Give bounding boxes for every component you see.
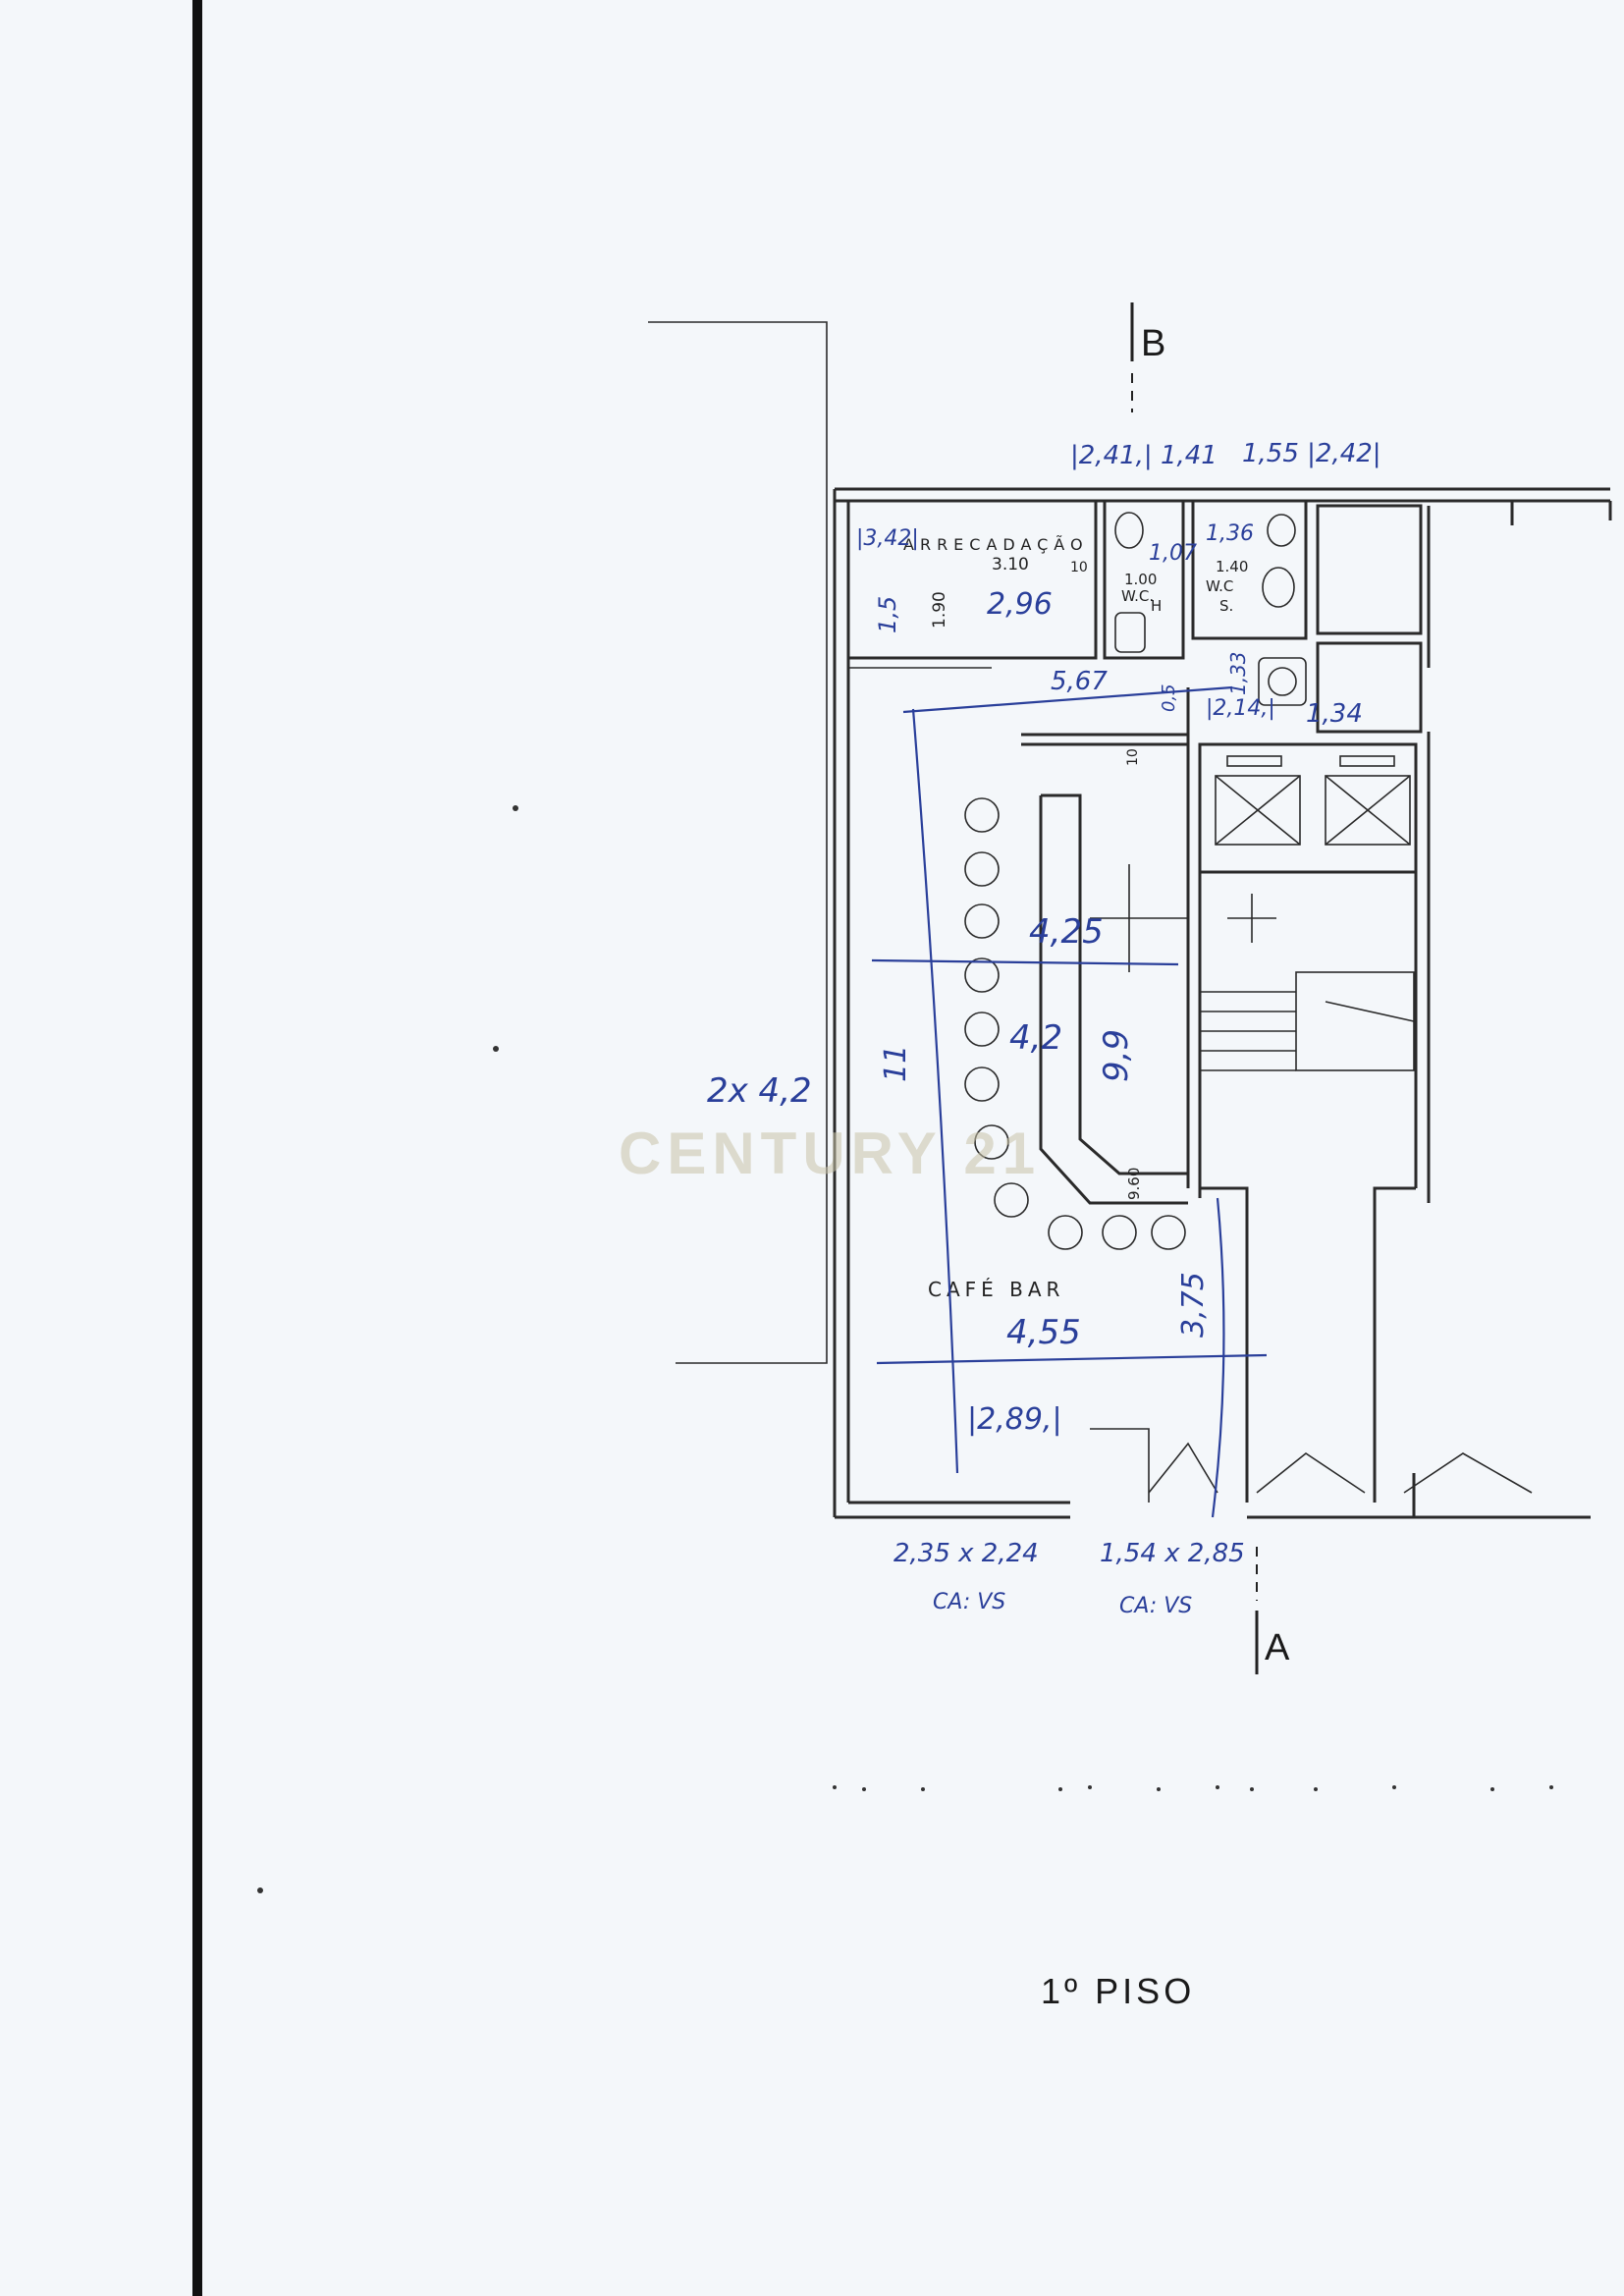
service-rooms-right	[1316, 501, 1612, 734]
elevator-block	[1198, 742, 1418, 874]
note-top-left: |2,41,| 1,41	[1070, 441, 1218, 470]
note-bar-b: 4,2	[1009, 1018, 1062, 1058]
scan-specks	[257, 805, 1553, 1893]
note-wc1-h: 1,07	[1149, 541, 1197, 566]
note-right-small: 1,34	[1306, 699, 1363, 729]
note-bar-a: 4,25	[1029, 912, 1104, 952]
note-storage-area: 2,96	[987, 587, 1053, 622]
note-left-side: 2x 4,2	[707, 1071, 812, 1111]
note-wc2-h: 1,36	[1206, 521, 1254, 546]
wc2-width-dim: 1.40	[1216, 558, 1248, 575]
note-window-2-note: CA: VS	[1119, 1594, 1192, 1618]
wc-men-label: W.C.	[1121, 587, 1154, 605]
note-window-2: 1,54 x 2,85	[1100, 1539, 1245, 1568]
note-storage-side: 1,5	[874, 596, 901, 633]
storage-room	[846, 499, 1098, 669]
storage-width-dim: 3.10	[992, 555, 1029, 574]
wc1-width-dim: 1.00	[1124, 571, 1157, 588]
section-label-b: B	[1141, 323, 1165, 364]
note-top-right: 1,55 |2,42|	[1242, 439, 1381, 468]
bar-counter	[1039, 793, 1188, 1205]
entrance-doors	[1090, 1428, 1533, 1503]
storage-label: ARRECADAÇÃO	[903, 535, 1089, 554]
staircase	[1200, 971, 1415, 1071]
margin-rule	[192, 0, 202, 2296]
wc-women-room	[1191, 499, 1308, 706]
note-bar-c: 9,9	[1097, 1029, 1136, 1082]
center-marks	[1090, 864, 1276, 972]
bar-stools	[964, 797, 1186, 1250]
note-front-area: |2,89,|	[967, 1402, 1062, 1437]
wc-men-room	[1103, 499, 1185, 660]
note-window-1: 2,35 x 2,24	[893, 1539, 1039, 1568]
bar-depth-dim: 9.60	[1125, 1168, 1143, 1200]
note-corridor-c: 1,33	[1226, 651, 1250, 695]
right-corridor-walls	[1200, 732, 1591, 1519]
exterior-walls	[833, 487, 1610, 1519]
wc-men-tag: H	[1151, 597, 1162, 615]
note-storage-a: |3,42|	[856, 526, 919, 551]
adjacent-outline	[648, 321, 828, 1364]
wc-women-tag: S.	[1219, 597, 1233, 615]
note-front-width: 4,55	[1006, 1313, 1081, 1352]
floor-title: 1º PISO	[1041, 1971, 1195, 2011]
storage-height-dim: 1.90	[930, 591, 949, 629]
note-long-side: 11	[879, 1045, 913, 1082]
note-corridor: 5,67	[1051, 667, 1108, 696]
handwritten-measure-lines	[871, 685, 1268, 1518]
corridor-gap-dim: 10	[1125, 748, 1141, 766]
note-corridor-d: |2,14,|	[1206, 696, 1275, 721]
wc-women-label: W.C	[1206, 577, 1233, 595]
storage-gap-dim: 10	[1070, 560, 1088, 575]
section-label-a: A	[1265, 1627, 1290, 1668]
note-window-1-note: CA: VS	[933, 1590, 1005, 1614]
note-front-d: 3,75	[1176, 1272, 1211, 1338]
note-corridor-b: 0,5	[1159, 683, 1179, 712]
watermark: CENTURY 21	[619, 1121, 1041, 1186]
